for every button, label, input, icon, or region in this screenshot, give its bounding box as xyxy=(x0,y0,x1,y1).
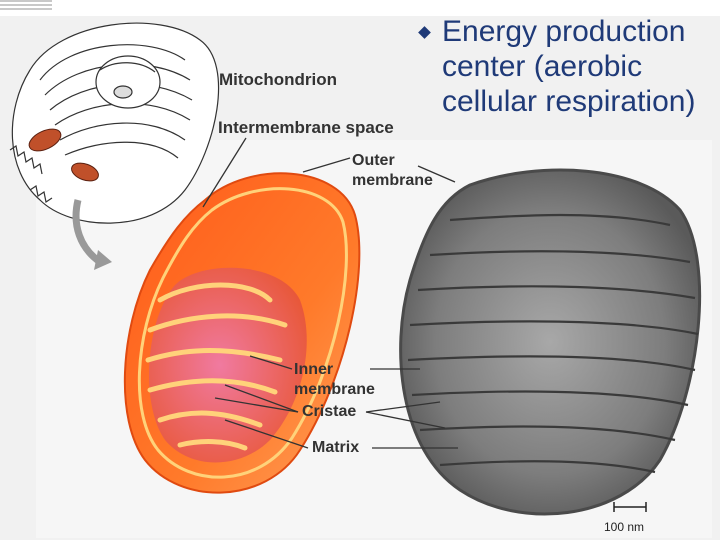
cell-mitochondria xyxy=(28,128,99,182)
cell-sketch xyxy=(9,22,220,224)
bullet-text: Energy production center (aerobic cellul… xyxy=(442,15,696,118)
label-mitochondrion: Mitochondrion xyxy=(219,70,338,89)
bullet-point: Energy production center (aerobic cellul… xyxy=(418,14,716,119)
electron-micrograph xyxy=(399,168,702,516)
mitochondrion-cutaway xyxy=(123,172,361,494)
bullet-diamond-icon xyxy=(418,26,431,39)
label-intermembrane-space: Intermembrane space xyxy=(218,118,394,137)
label-matrix: Matrix xyxy=(312,439,360,456)
leader-lines xyxy=(202,137,458,449)
label-outer-membrane: Outer membrane xyxy=(352,152,433,189)
zoom-arrow xyxy=(72,199,103,265)
scale-bar-label: 100 nm xyxy=(604,520,645,534)
label-cristae: Cristae xyxy=(302,403,357,420)
label-inner-membrane: Inner membrane xyxy=(294,361,375,398)
scale-bar xyxy=(613,502,647,512)
corner-decoration xyxy=(0,0,52,14)
